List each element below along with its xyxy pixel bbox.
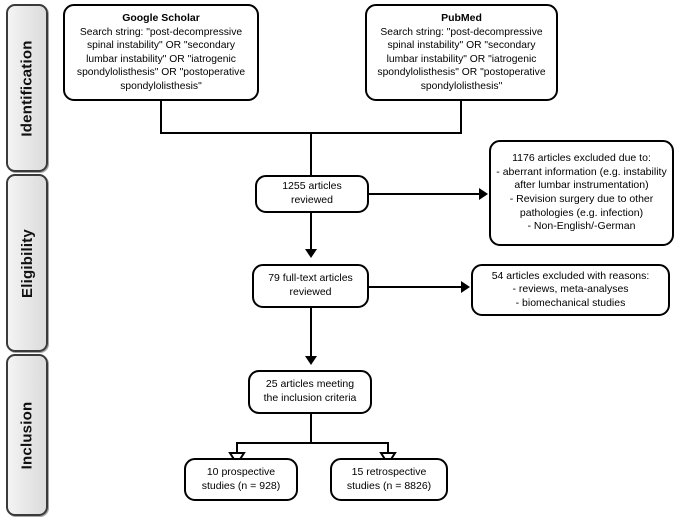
- source-box-google-scholar: Google Scholar Search string: "post-deco…: [63, 4, 259, 101]
- stage-band-inclusion: Inclusion: [6, 354, 48, 516]
- connector-reviewed-to-fulltext: [310, 213, 313, 255]
- arrowhead-reviewed-to-excluded: [479, 188, 488, 200]
- source-search-string-pubmed: Search string: "post-decompressive spina…: [377, 26, 546, 92]
- node-fulltext-reviewed: 79 full-text articles reviewed: [252, 264, 369, 308]
- stage-band-eligibility-label: Eligibility: [18, 228, 36, 298]
- connector-split-left: [236, 442, 239, 455]
- node-excluded-screening: 1176 articles excluded due to: - aberran…: [489, 140, 674, 246]
- node-excluded-screening-text: 1176 articles excluded due to: - aberran…: [496, 152, 667, 233]
- node-prospective-studies-text: 10 prospective studies (n = 928): [201, 465, 281, 492]
- node-articles-reviewed: 1255 articles reviewed: [255, 175, 369, 213]
- stage-band-identification-label: Identification: [18, 39, 36, 137]
- node-excluded-fulltext-text: 54 articles excluded with reasons: - rev…: [491, 269, 650, 309]
- node-articles-included-text: 25 articles meeting the inclusion criter…: [263, 378, 357, 404]
- stage-band-identification: Identification: [6, 4, 48, 172]
- node-retrospective-studies-text: 15 retrospective studies (n = 8826): [346, 465, 432, 492]
- connector-split-bar: [236, 442, 389, 445]
- connector-merge-to-reviewed: [310, 132, 313, 175]
- node-articles-included: 25 articles meeting the inclusion criter…: [248, 370, 372, 414]
- node-prospective-studies: 10 prospective studies (n = 928): [184, 458, 298, 501]
- node-retrospective-studies: 15 retrospective studies (n = 8826): [330, 458, 448, 501]
- arrowhead-reviewed-to-fulltext: [305, 249, 317, 258]
- source-box-pubmed: PubMed Search string: "post-decompressiv…: [365, 4, 558, 101]
- arrowhead-fulltext-to-excluded: [461, 281, 470, 293]
- arrowhead-fulltext-to-included: [305, 356, 317, 365]
- node-fulltext-reviewed-text: 79 full-text articles reviewed: [268, 272, 353, 298]
- source-title-pubmed: PubMed: [441, 11, 482, 24]
- connector-fulltext-to-excluded: [369, 286, 463, 289]
- connector-pubmed-down: [460, 101, 463, 134]
- connector-split-right: [387, 442, 390, 455]
- source-search-string-google-scholar: Search string: "post-decompressive spina…: [76, 26, 246, 92]
- stage-band-eligibility: Eligibility: [6, 174, 48, 352]
- stage-band-inclusion-label: Inclusion: [18, 401, 36, 469]
- node-excluded-fulltext: 54 articles excluded with reasons: - rev…: [471, 264, 670, 316]
- connector-fulltext-to-included: [310, 308, 313, 362]
- source-title-google-scholar: Google Scholar: [122, 11, 200, 24]
- connector-reviewed-to-excluded: [369, 193, 481, 196]
- connector-included-down: [310, 414, 313, 444]
- node-articles-reviewed-text: 1255 articles reviewed: [282, 180, 342, 206]
- connector-google-scholar-down: [160, 101, 163, 134]
